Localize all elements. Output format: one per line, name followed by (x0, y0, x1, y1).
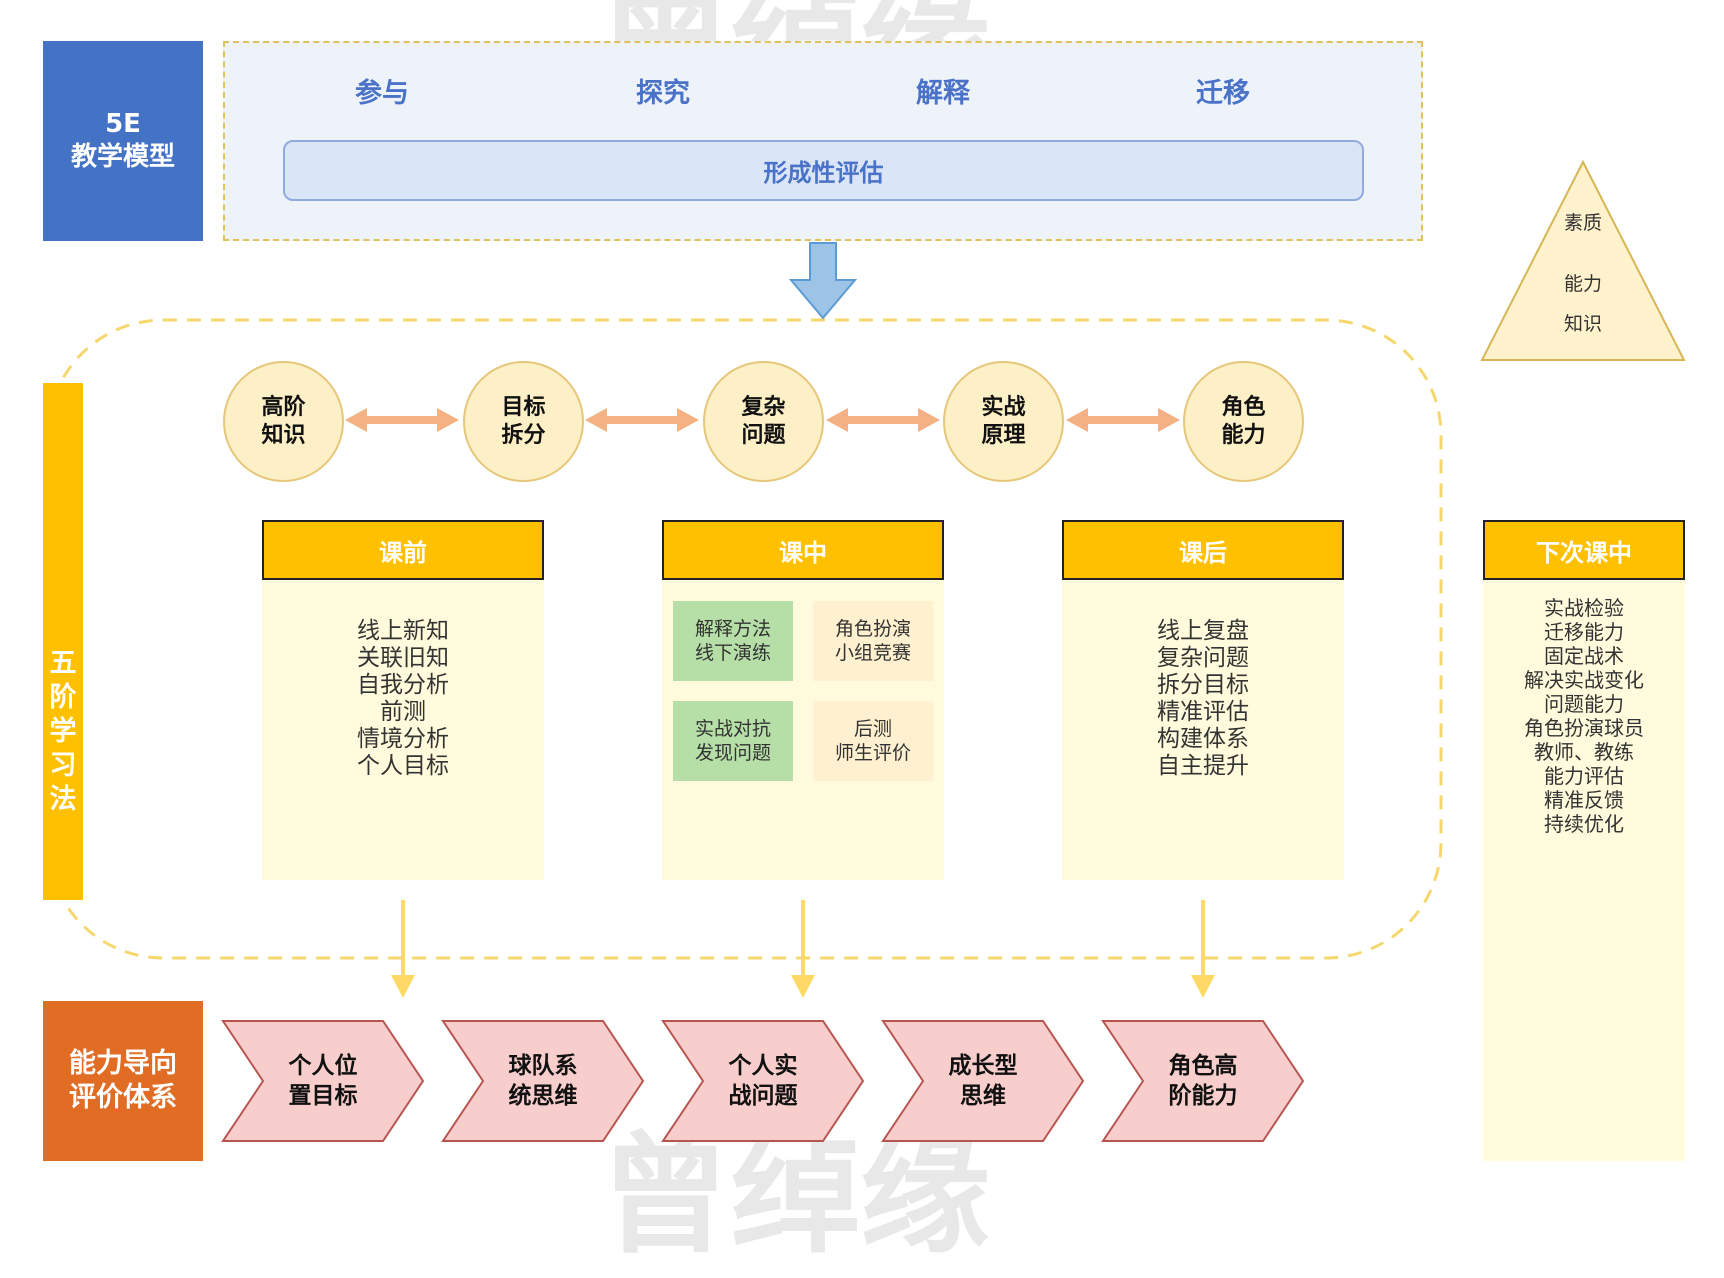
circle-line2: 知识 (261, 422, 306, 448)
next-item: 解决实战变化 (1524, 668, 1644, 692)
next-item: 角色扮演球员 (1524, 716, 1644, 740)
chevron-line2: 思维 (960, 1083, 1006, 1109)
chevron-growth-mindset: 成长型 思维 (923, 1021, 1043, 1141)
after-item: 自主提升 (1157, 753, 1249, 779)
stage-char-1: 五 (49, 647, 77, 679)
chevron-team-system: 球队系 统思维 (483, 1021, 603, 1141)
during-class-header: 课中 (662, 520, 944, 580)
cell-line1: 解释方法 (694, 618, 771, 640)
before-class-body: 线上新知 关联旧知 自我分析 前测 情境分析 个人目标 (262, 580, 544, 880)
circle-line2: 拆分 (501, 422, 546, 448)
next-item: 持续优化 (1544, 812, 1624, 836)
cell-line1: 角色扮演 (834, 618, 911, 640)
blue-down-arrow (788, 242, 858, 320)
circle-line2: 问题 (741, 422, 786, 448)
chevron-practical-problem: 个人实 战问题 (703, 1021, 823, 1141)
chevron-line2: 置目标 (288, 1083, 358, 1109)
next-item: 迁移能力 (1544, 620, 1624, 644)
circle-goal-split: 目标 拆分 (463, 361, 584, 482)
chevron-line1: 球队系 (508, 1053, 578, 1079)
chevron-personal-goal: 个人位 置目标 (263, 1021, 383, 1141)
pyramid-triangle (1480, 159, 1686, 361)
chevron-shapes (221, 1020, 1305, 1142)
during-cell-roleplay: 角色扮演 小组竞赛 (813, 601, 933, 681)
5e-model-line1: 5E (105, 109, 141, 139)
next-item: 问题能力 (1544, 692, 1624, 716)
circle-line1: 角色 (1221, 394, 1266, 420)
five-stage-label: 五 阶 学 习 法 (43, 383, 83, 900)
before-item: 前测 (380, 699, 426, 725)
circle-line1: 高阶 (261, 394, 306, 420)
next-class-body: 实战检验 迁移能力 固定战术 解决实战变化 问题能力 角色扮演球员 教师、教练 … (1483, 580, 1685, 1161)
cell-line2: 师生评价 (834, 742, 911, 764)
yellow-down-arrows (391, 900, 1215, 998)
stage-char-5: 法 (49, 783, 77, 815)
next-class-header: 下次课中 (1483, 520, 1685, 580)
pyramid-top-label: 素质 (1563, 212, 1602, 234)
circle-high-knowledge: 高阶 知识 (223, 361, 344, 482)
chevron-line1: 个人位 (288, 1053, 358, 1079)
chevron-role-ability: 角色高 阶能力 (1143, 1021, 1263, 1141)
evaluation-block: 能力导向 评价体系 (43, 1001, 203, 1161)
during-cell-posttest: 后测 师生评价 (813, 701, 933, 781)
circle-line1: 目标 (501, 394, 546, 420)
during-cell-explain: 解释方法 线下演练 (673, 601, 793, 681)
before-item: 情境分析 (357, 726, 449, 752)
phase-transfer: 迁移 (1196, 77, 1250, 109)
after-item: 精准评估 (1157, 699, 1249, 725)
next-item: 教师、教练 (1534, 740, 1634, 764)
chevron-line2: 统思维 (508, 1083, 578, 1109)
after-class-body: 线上复盘 复杂问题 拆分目标 精准评估 构建体系 自主提升 (1062, 580, 1344, 880)
before-class-header: 课前 (262, 520, 544, 580)
chevron-line1: 成长型 (948, 1053, 1018, 1079)
circle-complex-problem: 复杂 问题 (703, 361, 824, 482)
after-item: 复杂问题 (1157, 645, 1249, 671)
cell-line2: 小组竞赛 (834, 642, 911, 664)
chevron-line1: 角色高 (1168, 1053, 1238, 1079)
circle-practical-principle: 实战 原理 (943, 361, 1064, 482)
pyramid-bottom-label: 知识 (1563, 313, 1602, 335)
circle-line1: 复杂 (741, 394, 786, 420)
after-item: 线上复盘 (1157, 618, 1249, 644)
next-item: 能力评估 (1544, 764, 1624, 788)
cell-line1: 实战对抗 (694, 718, 771, 740)
cell-line2: 线下演练 (694, 642, 771, 664)
chevron-line2: 战问题 (728, 1083, 798, 1109)
chevron-line2: 阶能力 (1168, 1083, 1238, 1109)
after-item: 拆分目标 (1157, 672, 1249, 698)
circle-line2: 能力 (1221, 422, 1266, 448)
formative-assessment: 形成性评估 (283, 140, 1364, 201)
circle-role-ability: 角色 能力 (1183, 361, 1304, 482)
cell-line1: 后测 (853, 718, 892, 740)
before-item: 线上新知 (357, 618, 449, 644)
connector-layer (46, 159, 1686, 1142)
evaluation-line2: 评价体系 (69, 1082, 177, 1113)
phase-explain: 解释 (916, 77, 970, 109)
stage-char-3: 学 (49, 715, 77, 747)
after-item: 构建体系 (1157, 726, 1249, 752)
cell-line2: 发现问题 (694, 742, 771, 764)
chevron-line1: 个人实 (728, 1053, 798, 1079)
stage-char-4: 习 (49, 749, 77, 781)
phase-engage: 参与 (355, 77, 409, 109)
before-item: 关联旧知 (357, 645, 449, 671)
5e-model-line2: 教学模型 (70, 142, 175, 172)
next-item: 固定战术 (1544, 644, 1624, 668)
circle-line2: 原理 (981, 422, 1026, 448)
five-stage-container (46, 318, 1443, 960)
next-item: 精准反馈 (1544, 788, 1624, 812)
after-class-header: 课后 (1062, 520, 1344, 580)
5e-model-block: 5E 教学模型 (43, 41, 203, 241)
before-item: 自我分析 (357, 672, 449, 698)
evaluation-line1: 能力导向 (69, 1048, 177, 1079)
circle-line1: 实战 (981, 394, 1026, 420)
next-item: 实战检验 (1544, 596, 1624, 620)
stage-char-2: 阶 (49, 681, 77, 713)
double-arrows (345, 408, 1180, 432)
before-item: 个人目标 (357, 753, 449, 779)
during-cell-practice: 实战对抗 发现问题 (673, 701, 793, 781)
pyramid-middle-label: 能力 (1563, 273, 1602, 295)
phase-explore: 探究 (636, 77, 690, 109)
